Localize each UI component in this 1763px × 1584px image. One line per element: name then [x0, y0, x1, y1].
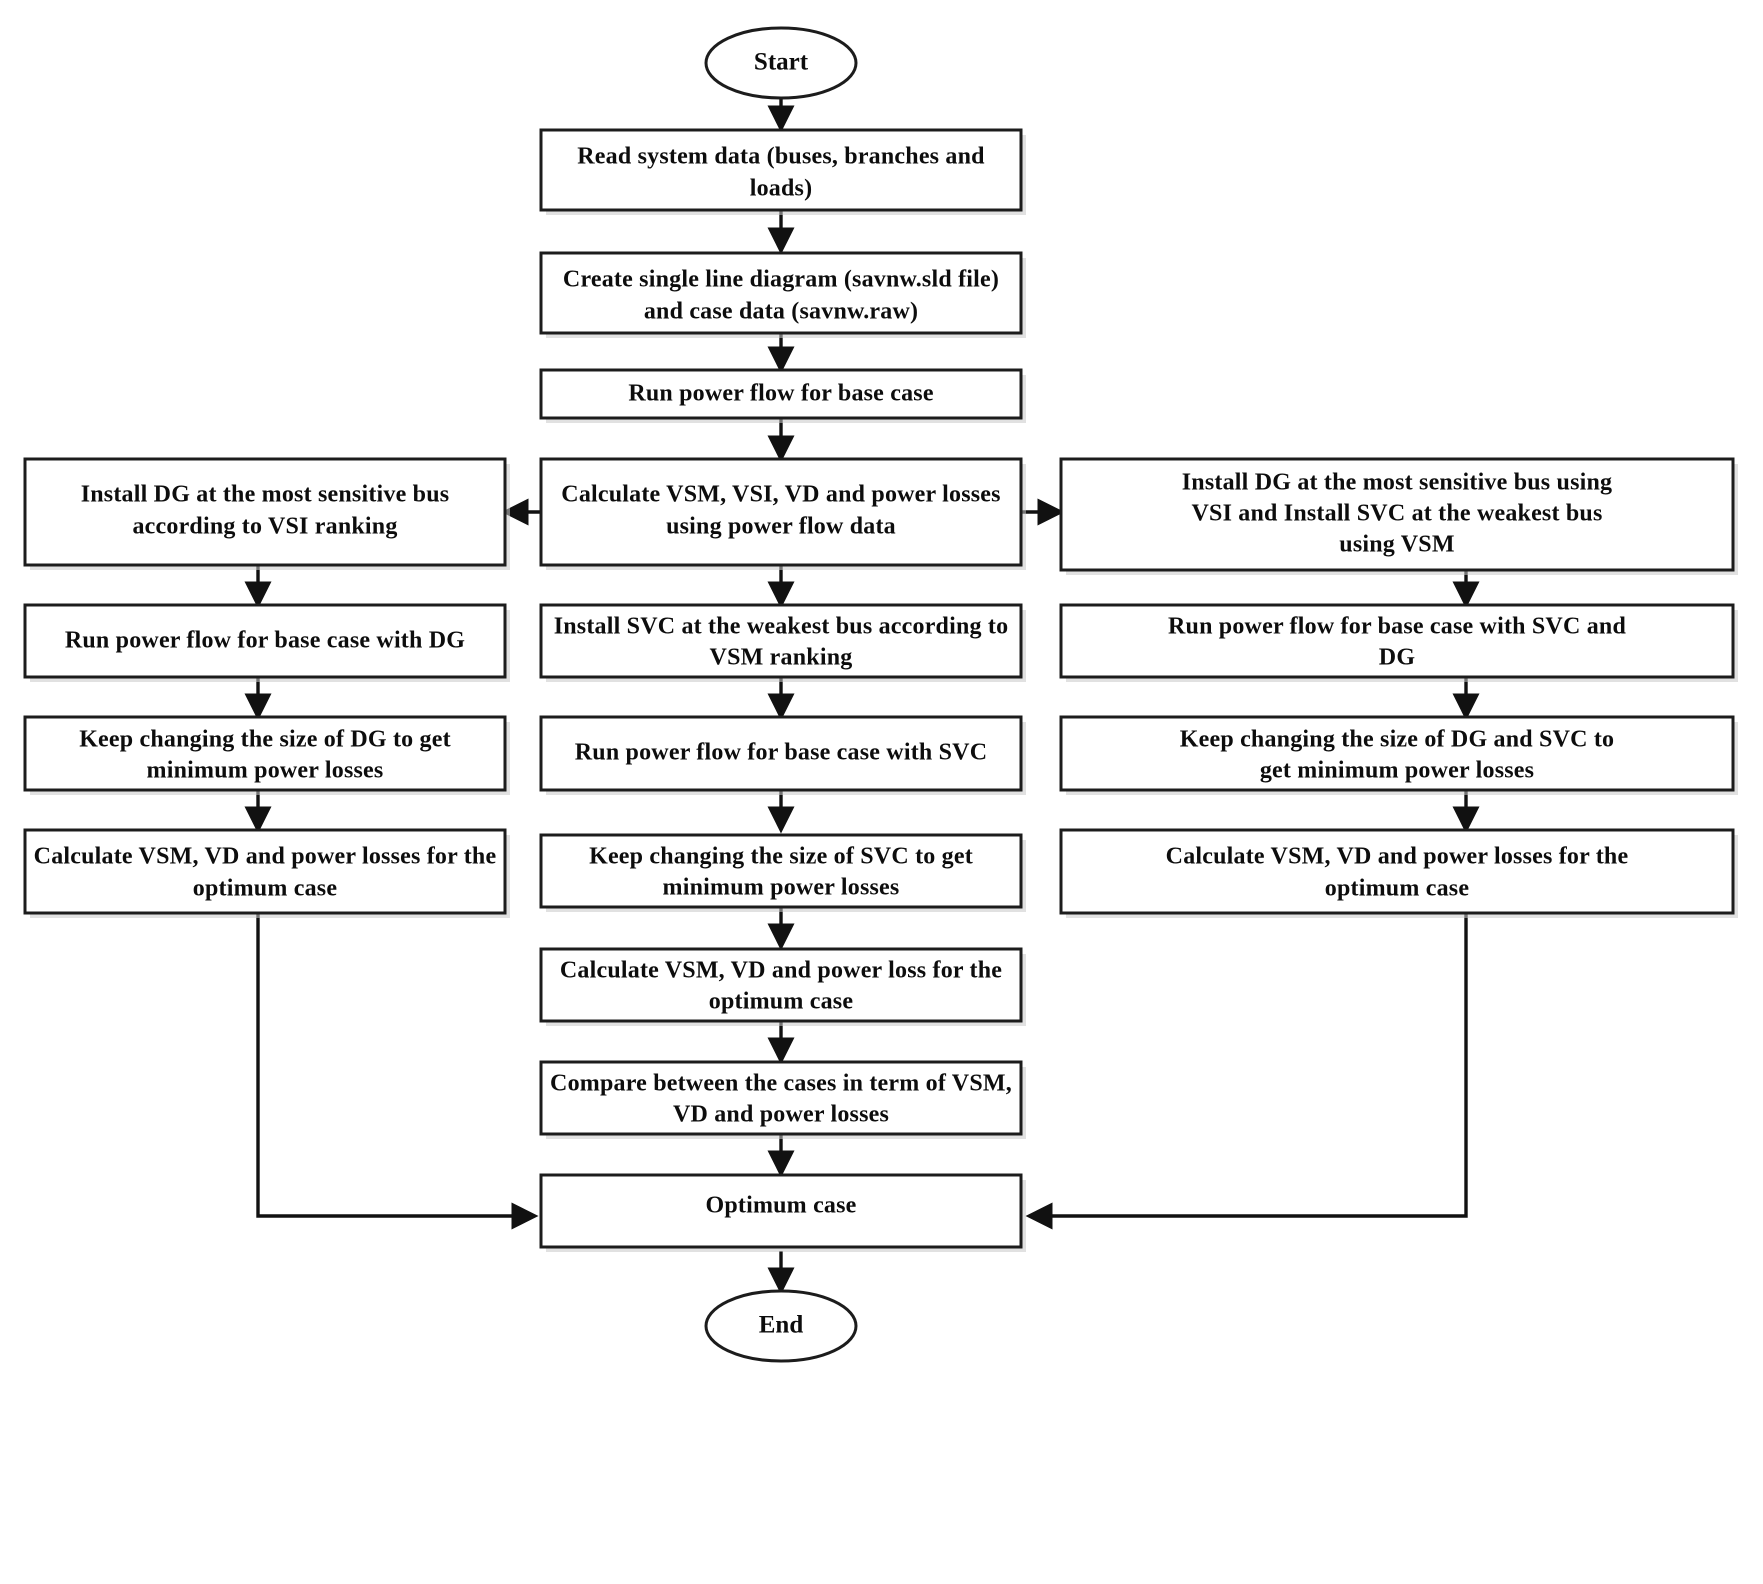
node-mid-keep-svc[interactable]: Keep changing the size of SVC to get min… [539, 833, 1026, 912]
node-read-data[interactable]: Read system data (buses, branches and lo… [539, 128, 1026, 215]
node-right-install[interactable]: Install DG at the most sensitive bus usi… [1059, 457, 1738, 575]
node-left-calc-line2: optimum case [193, 876, 338, 902]
node-optimum-line1: Optimum case [705, 1193, 856, 1219]
node-left-install-dg[interactable]: Install DG at the most sensitive bus acc… [23, 457, 510, 570]
node-create-sld-line1: Create single line diagram (savnw.sld fi… [563, 267, 999, 293]
node-calc-vsm-line1: Calculate VSM, VSI, VD and power losses [561, 482, 1000, 508]
node-left-calc-line1: Calculate VSM, VD and power losses for t… [34, 844, 497, 870]
node-right-run[interactable]: Run power flow for base case with SVC an… [1059, 603, 1738, 682]
node-mid-run-svc[interactable]: Run power flow for base case with SVC [539, 715, 1026, 795]
node-mid-keep-svc-line1: Keep changing the size of SVC to get [589, 844, 973, 870]
node-right-calc-line1: Calculate VSM, VD and power losses for t… [1166, 844, 1629, 870]
node-left-run-dg[interactable]: Run power flow for base case with DG [23, 603, 510, 682]
node-mid-calc[interactable]: Calculate VSM, VD and power loss for the… [539, 947, 1026, 1026]
node-mid-calc-line1: Calculate VSM, VD and power loss for the [560, 958, 1002, 984]
node-right-keep-line1: Keep changing the size of DG and SVC to [1180, 727, 1614, 753]
node-mid-compare-line1: Compare between the cases in term of VSM… [550, 1071, 1012, 1097]
edge-left-calc-optimum [256, 913, 539, 1230]
node-calc-vsm[interactable]: Calculate VSM, VSI, VD and power losses … [539, 457, 1026, 570]
node-end[interactable]: End [704, 1289, 858, 1363]
node-mid-compare[interactable]: Compare between the cases in term of VSM… [539, 1060, 1026, 1139]
node-right-calc[interactable]: Calculate VSM, VD and power losses for t… [1059, 828, 1738, 918]
node-right-keep[interactable]: Keep changing the size of DG and SVC to … [1059, 715, 1738, 795]
node-right-install-line3: using VSM [1339, 532, 1454, 558]
node-right-calc-line2: optimum case [1325, 876, 1470, 902]
node-run-base[interactable]: Run power flow for base case [539, 368, 1026, 423]
node-run-base-line1: Run power flow for base case [628, 381, 934, 407]
node-create-sld-line2: and case data (savnw.raw) [644, 299, 918, 325]
node-optimum[interactable]: Optimum case [539, 1173, 1026, 1252]
node-left-run-dg-line1: Run power flow for base case with DG [65, 628, 465, 654]
node-read-data-line1: Read system data (buses, branches and [577, 144, 985, 170]
node-mid-run-svc-line1: Run power flow for base case with SVC [575, 740, 988, 766]
node-mid-compare-line2: VD and power losses [673, 1102, 889, 1128]
node-start[interactable]: Start [704, 26, 858, 100]
node-left-keep-dg-line1: Keep changing the size of DG to get [79, 727, 451, 753]
node-start-label: Start [754, 49, 809, 76]
node-left-keep-dg-line2: minimum power losses [147, 758, 384, 784]
node-right-run-line1: Run power flow for base case with SVC an… [1168, 614, 1626, 640]
edge-right-calc-optimum [1025, 913, 1468, 1230]
node-mid-install-svc-line2: VSM ranking [710, 645, 853, 671]
connector-layer [244, 97, 1480, 1295]
node-mid-keep-svc-line2: minimum power losses [663, 875, 900, 901]
node-read-data-line2: loads) [750, 176, 813, 202]
node-create-sld[interactable]: Create single line diagram (savnw.sld fi… [539, 251, 1026, 338]
node-right-install-line2: VSI and Install SVC at the weakest bus [1191, 501, 1602, 527]
node-mid-calc-line2: optimum case [709, 989, 854, 1015]
node-left-install-dg-line1: Install DG at the most sensitive bus [81, 482, 450, 508]
node-left-calc[interactable]: Calculate VSM, VD and power losses for t… [23, 828, 510, 918]
node-left-keep-dg[interactable]: Keep changing the size of DG to get mini… [23, 715, 510, 795]
node-mid-install-svc[interactable]: Install SVC at the weakest bus according… [539, 603, 1026, 682]
node-calc-vsm-line2: using power flow data [666, 514, 896, 540]
node-left-install-dg-line2: according to VSI ranking [132, 514, 397, 540]
node-right-run-line2: DG [1379, 645, 1416, 671]
node-mid-install-svc-line1: Install SVC at the weakest bus according… [554, 614, 1009, 640]
node-right-keep-line2: get minimum power losses [1260, 758, 1534, 784]
node-right-install-line1: Install DG at the most sensitive bus usi… [1182, 470, 1612, 496]
node-end-label: End [759, 1312, 804, 1339]
